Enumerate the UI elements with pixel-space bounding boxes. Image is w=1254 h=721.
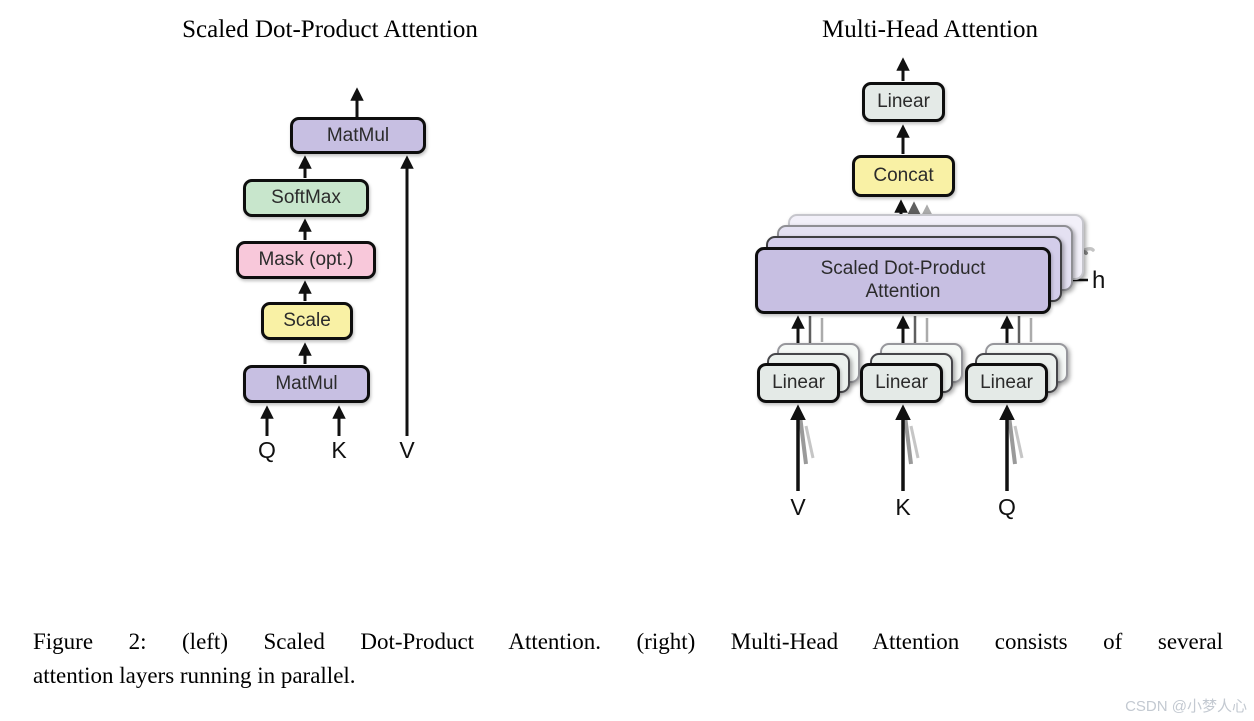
figure-caption: Figure 2: (left) Scaled Dot-Product Atte… [33, 625, 1223, 693]
label-k-left: K [331, 437, 347, 463]
box-matmul-bottom: MatMul [243, 365, 370, 403]
right-diagram-title: Multi-Head Attention [822, 16, 1038, 43]
watermark: CSDN @小梦人心 [1125, 698, 1247, 715]
box-mask: Mask (opt.) [236, 241, 376, 279]
shadow-input-k [903, 415, 913, 465]
sdpa-text-line2: Attention [865, 280, 941, 302]
box-linear-q: Linear [965, 363, 1048, 403]
box-linear-v: Linear [757, 363, 840, 403]
shadow-input-q2 [1013, 425, 1024, 459]
shadow-input-v [798, 415, 808, 465]
box-linear-out: Linear [862, 82, 945, 122]
shadow-input-k2 [909, 425, 920, 459]
label-head-count: h [1092, 267, 1106, 294]
left-diagram-title: Scaled Dot-Product Attention [182, 16, 478, 43]
label-q-right: Q [998, 494, 1016, 520]
box-sdpa-text: Scaled Dot-Product Attention [821, 258, 986, 304]
shadow-input-v2 [804, 425, 815, 459]
label-v-left: V [399, 437, 415, 463]
box-softmax: SoftMax [243, 179, 369, 217]
box-matmul-top: MatMul [290, 117, 426, 154]
box-concat: Concat [852, 155, 955, 197]
caption-line-1: Figure 2: (left) Scaled Dot-Product Atte… [33, 629, 1223, 654]
label-q-left: Q [258, 437, 276, 463]
box-scale: Scale [261, 302, 353, 340]
box-sdpa: Scaled Dot-Product Attention [755, 247, 1051, 314]
label-k-right: K [895, 494, 911, 520]
shadow-input-q [1007, 415, 1017, 465]
caption-line-2: attention layers running in parallel. [33, 663, 356, 688]
box-linear-k: Linear [860, 363, 943, 403]
label-v-right: V [790, 494, 806, 520]
sdpa-text-line1: Scaled Dot-Product [820, 257, 986, 279]
